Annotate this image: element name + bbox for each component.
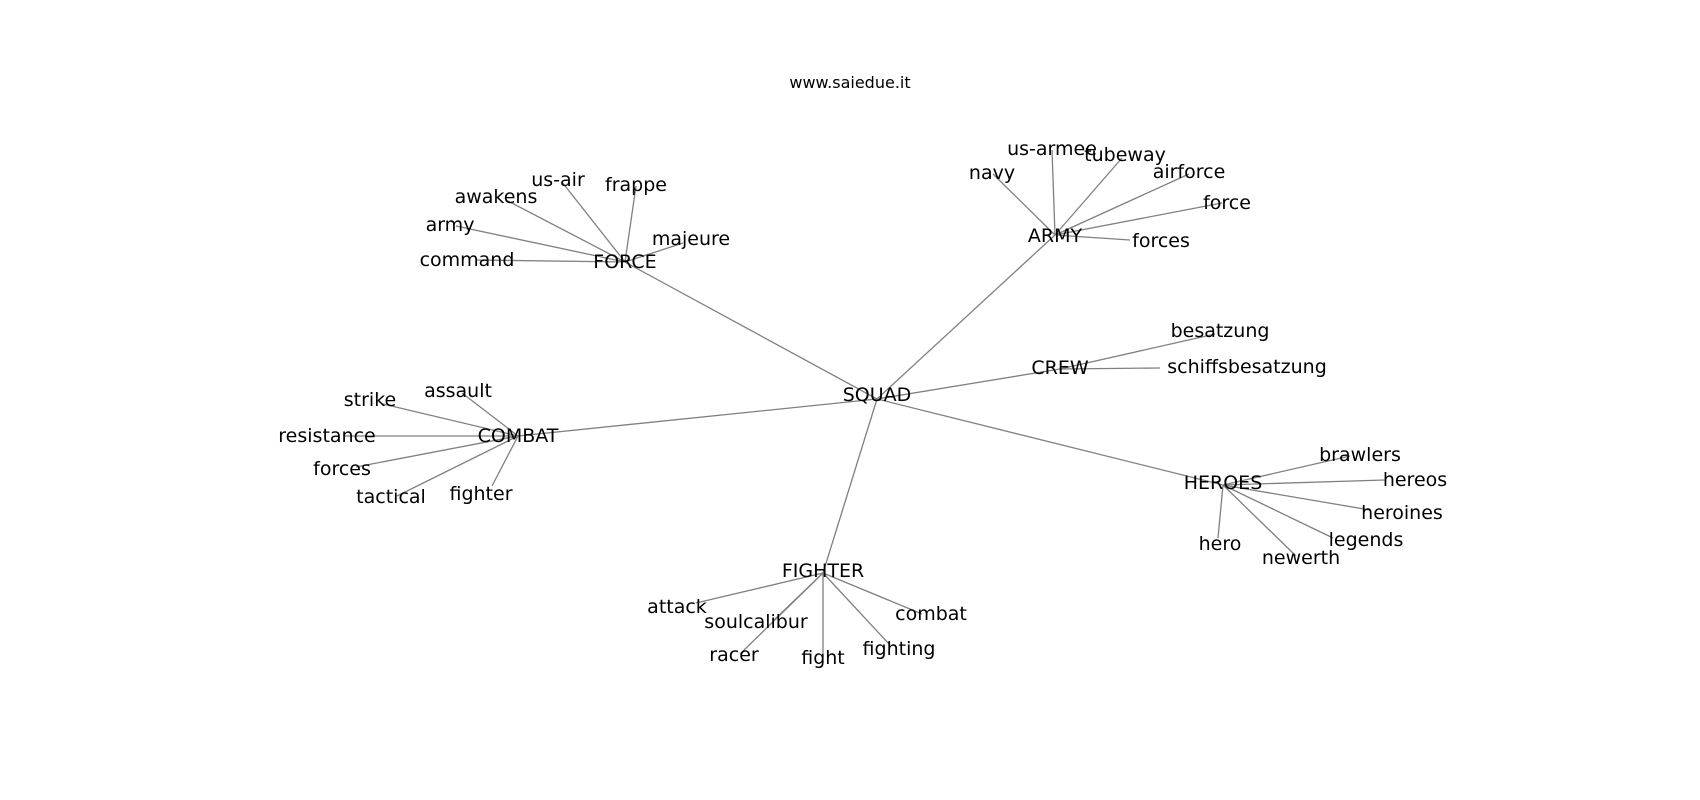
- node-attack: attack: [647, 596, 707, 618]
- edge-combat-fighter: [491, 435, 519, 487]
- edge-heroes-hero: [1217, 484, 1224, 539]
- node-combat: combat: [895, 603, 967, 625]
- node-combat: COMBAT: [478, 425, 559, 447]
- edge-army-navy: [992, 173, 1056, 236]
- node-force: FORCE: [593, 251, 656, 273]
- edge-heroes-brawlers: [1222, 455, 1351, 486]
- node-resistance: resistance: [278, 425, 375, 447]
- edge-squad-fighter: [822, 398, 878, 574]
- node-fight: fight: [801, 647, 845, 669]
- edge-crew-besatzung: [1059, 333, 1216, 370]
- node-assault: assault: [424, 380, 492, 402]
- edge-combat-forces-2: [355, 435, 519, 468]
- node-frappe: frappe: [605, 174, 667, 196]
- node-awakens: awakens: [455, 186, 538, 208]
- node-heroes: HEROES: [1184, 472, 1263, 494]
- edge-fighter-racer: [739, 572, 824, 655]
- node-us-armee: us-armee: [1007, 138, 1097, 160]
- edge-force-frappe: [624, 185, 637, 263]
- edge-squad-combat: [517, 398, 878, 437]
- node-forces: forces: [1132, 230, 1190, 252]
- node-legends: legends: [1329, 529, 1404, 551]
- edge-fighter-combat: [822, 572, 923, 615]
- node-strike: strike: [344, 389, 396, 411]
- edge-army-airforce: [1054, 173, 1190, 236]
- edge-squad-force: [624, 261, 878, 400]
- node-fighter: fighter: [449, 483, 512, 505]
- edge-fighter-fighting: [822, 572, 891, 646]
- edge-force-awakens: [505, 199, 626, 263]
- node-brawlers: brawlers: [1319, 444, 1401, 466]
- node-besatzung: besatzung: [1171, 320, 1270, 342]
- node-force: force: [1203, 192, 1251, 214]
- node-crew: CREW: [1031, 357, 1088, 379]
- edge-force-us-air: [561, 181, 626, 263]
- graph-edges: [344, 149, 1386, 655]
- edge-combat-assault: [461, 392, 519, 437]
- edge-heroes-heroines: [1222, 484, 1371, 511]
- node-newerth: newerth: [1262, 547, 1340, 569]
- edge-fighter-attack: [695, 572, 824, 604]
- node-fighter: FIGHTER: [782, 560, 864, 582]
- edge-army-us-armee: [1051, 149, 1056, 236]
- edge-force-command: [475, 259, 626, 263]
- node-majeure: majeure: [652, 228, 730, 250]
- edge-force-army: [455, 225, 626, 263]
- node-soulcalibur: soulcalibur: [704, 611, 808, 633]
- edge-combat-tactical: [396, 435, 519, 497]
- edge-crew-schiffsbesatzung: [1059, 367, 1161, 370]
- node-tubeway: tubeway: [1084, 144, 1166, 166]
- node-us-air: us-air: [531, 169, 585, 191]
- edge-combat-strike: [382, 403, 519, 437]
- site-title: www.saiedue.it: [789, 73, 910, 92]
- edge-heroes-hereos: [1222, 479, 1386, 486]
- edge-army-force: [1054, 202, 1223, 236]
- edge-army-forces: [1054, 234, 1131, 241]
- node-forces-2: forces: [313, 458, 371, 480]
- edge-force-majeure: [624, 242, 684, 263]
- node-fighting: fighting: [863, 638, 936, 660]
- graph-labels: SQUAD FORCE ARMY CREW COMBAT HEROES FIGHTER us-…: [278, 138, 1447, 669]
- node-racer: racer: [709, 644, 759, 666]
- node-airforce: airforce: [1153, 161, 1226, 183]
- node-schiffsbesatzung: schiffsbesatzung: [1167, 356, 1327, 378]
- edge-squad-army: [876, 234, 1056, 400]
- node-command: command: [420, 249, 515, 271]
- node-army: army: [426, 214, 475, 236]
- edge-army-tubeway: [1054, 157, 1123, 236]
- node-tactical: tactical: [356, 486, 426, 508]
- edge-squad-crew: [876, 368, 1061, 400]
- node-squad: SQUAD: [843, 384, 912, 406]
- node-army: ARMY: [1028, 225, 1083, 247]
- node-heroines: heroines: [1361, 502, 1443, 524]
- node-hereos: hereos: [1383, 469, 1447, 491]
- edge-heroes-newerth: [1222, 484, 1297, 557]
- edge-squad-heroes: [876, 398, 1224, 486]
- node-navy: navy: [969, 162, 1015, 184]
- node-hero: hero: [1199, 533, 1242, 555]
- edge-heroes-legends: [1222, 484, 1334, 539]
